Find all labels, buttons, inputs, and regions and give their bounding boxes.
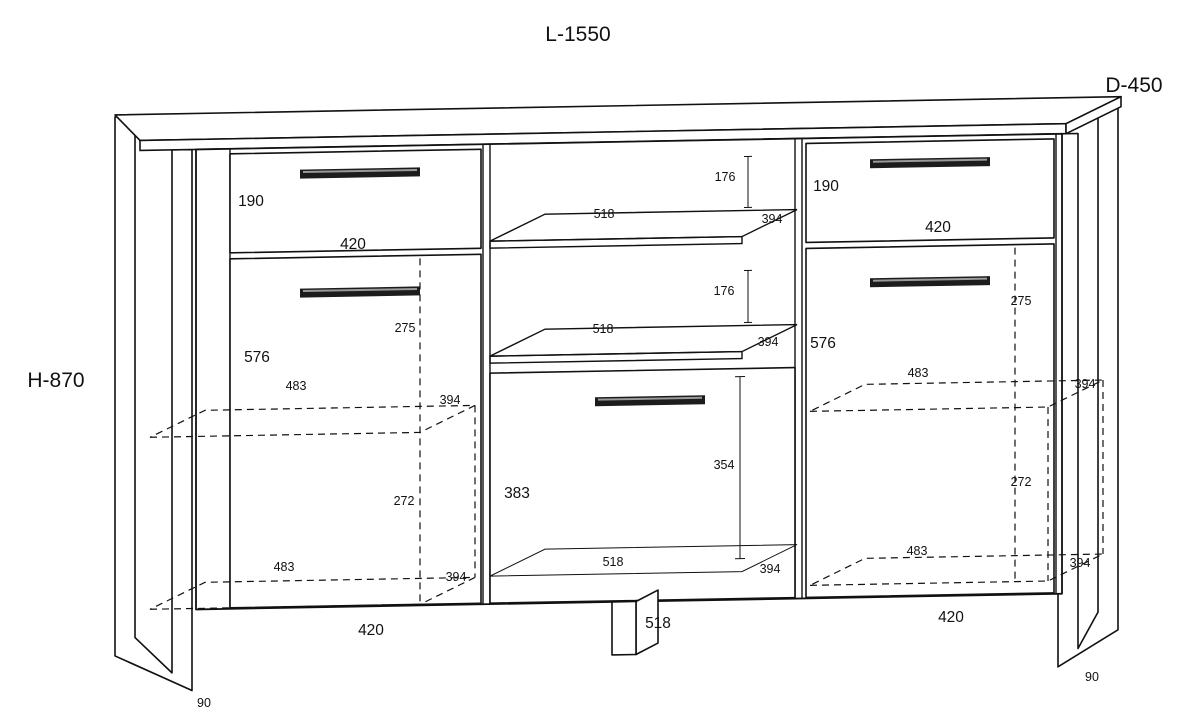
center-foot	[611, 589, 659, 656]
right-drawer	[805, 138, 1055, 244]
left-door	[229, 253, 482, 609]
right-hidden-shelf-upper	[809, 379, 1104, 412]
dim-left-door-height: 576	[244, 349, 270, 366]
dim-right-door-width: 420	[938, 609, 964, 626]
left-door-front	[229, 253, 482, 609]
dim-right-door-height: 576	[810, 335, 836, 352]
dim-middle-inner-height: 354	[714, 458, 735, 472]
middle-flap-door	[489, 366, 798, 604]
dim-overall-height: H-870	[27, 369, 84, 392]
dim-right-shelf-upper-width: 483	[908, 366, 929, 380]
right-drawer-front	[805, 138, 1055, 244]
dim-left-shelf-top-clearance: 275	[395, 321, 416, 335]
dim-right-drawer-width: 420	[925, 219, 951, 236]
top-panel	[114, 95, 1122, 152]
dim-left-drawer-height: 190	[238, 193, 264, 210]
top-panel-right-face	[1065, 95, 1122, 135]
dim-niche-upper-depth: 394	[762, 212, 783, 226]
dim-right-shelf-upper-depth: 394	[1075, 377, 1096, 391]
left-drawer	[229, 148, 482, 254]
dim-left-shelf-spacing: 272	[394, 494, 415, 508]
hidden-shelves-right	[809, 247, 1104, 586]
left-door-handle-highlight	[303, 287, 417, 293]
right-door	[805, 243, 1055, 599]
center-foot-front-face	[611, 600, 637, 656]
dim-right-shelf-spacing: 272	[1011, 475, 1032, 489]
middle-shelf-upper-edge	[489, 235, 743, 249]
middle-flap-door-handle-highlight	[598, 396, 702, 401]
left-drawer-handle-highlight	[303, 168, 417, 174]
dim-left-shelf-lower-depth: 394	[446, 570, 467, 584]
dim-niche-lower-depth: 394	[758, 335, 779, 349]
dim-left-drawer-width: 420	[340, 236, 366, 253]
middle-inner-bottom-face	[489, 544, 798, 577]
dim-middle-inner-depth: 394	[760, 562, 781, 576]
dim-right-drawer-height: 190	[813, 178, 839, 195]
dim-left-door-width: 420	[358, 622, 384, 639]
right-hidden-shelf-lower	[809, 553, 1104, 586]
dim-right-shelf-top-clearance: 275	[1011, 294, 1032, 308]
right-door-front	[805, 243, 1055, 599]
dimension-labels: L-1550 D-450 H-870 190 420 576 420 190 4…	[27, 23, 1162, 710]
dim-left-shelf-lower-width: 483	[274, 560, 295, 574]
right-door-handle-highlight	[873, 277, 987, 282]
dim-left-shelf-upper-depth: 394	[440, 393, 461, 407]
dim-niche-upper-width: 518	[594, 207, 615, 221]
dim-right-shelf-lower-depth: 394	[1070, 556, 1091, 570]
right-drawer-handle-highlight	[873, 158, 987, 163]
cabinet-geometry	[114, 95, 1122, 692]
dim-middle-section-width: 518	[645, 615, 671, 632]
hidden-shelves-left	[149, 258, 476, 610]
dim-overall-length: L-1550	[545, 23, 610, 46]
dim-niche-upper-height: 176	[715, 170, 736, 184]
dim-left-leg-height: 90	[197, 696, 211, 710]
dim-left-shelf-upper-width: 483	[286, 379, 307, 393]
dim-right-shelf-lower-width: 483	[907, 544, 928, 558]
niche-dimension-ticks	[744, 155, 752, 324]
dim-right-leg-height: 90	[1085, 670, 1099, 684]
dim-niche-lower-width: 518	[593, 322, 614, 336]
dim-niche-lower-height: 176	[714, 284, 735, 298]
left-leg-frame	[114, 115, 193, 692]
dim-flap-door-height: 383	[504, 485, 530, 502]
middle-shelf-upper	[489, 208, 798, 249]
middle-shelf-lower-edge	[489, 350, 743, 364]
dim-middle-inner-width: 518	[603, 555, 624, 569]
middle-shelf-lower	[489, 323, 798, 364]
dim-overall-depth: D-450	[1105, 74, 1162, 97]
